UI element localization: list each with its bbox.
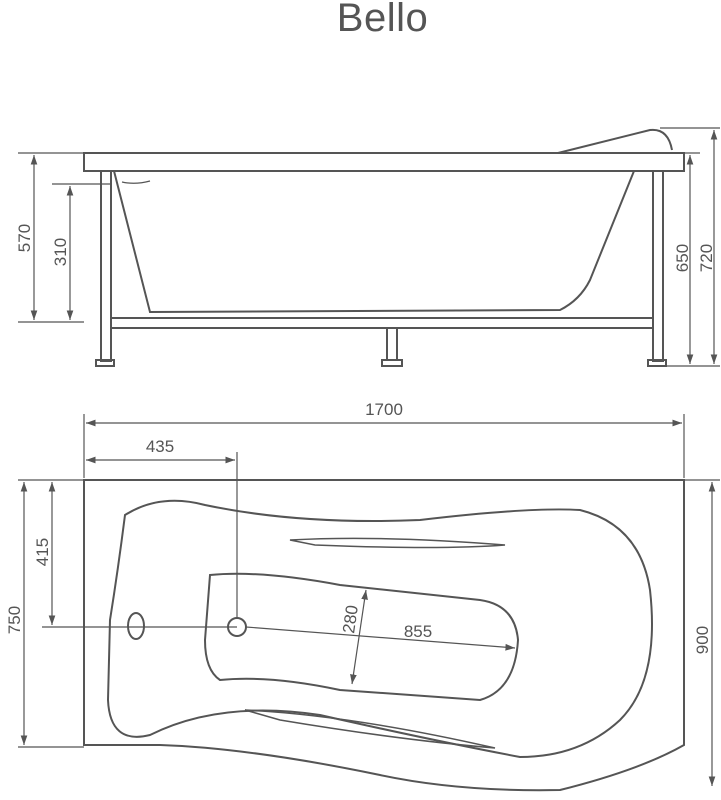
- side-view: [83, 128, 685, 367]
- top-lower-crest: [244, 709, 496, 749]
- product-title: Bello: [336, 0, 429, 40]
- side-foot-right: [647, 359, 667, 367]
- dim-inner-depth: 310: [51, 238, 70, 266]
- side-tub-body: [113, 170, 635, 314]
- side-edge-detail: [121, 180, 151, 184]
- dim-rim-height-min: 650: [673, 244, 692, 272]
- dim-drain-offset-y: 415: [33, 538, 52, 566]
- dim-bowl-width: 280: [339, 604, 362, 635]
- top-inner-contour: [106, 499, 653, 759]
- side-leg-left: [100, 170, 112, 362]
- dim-drain-offset-x: 435: [146, 437, 174, 456]
- dim-total-height: 570: [15, 224, 34, 252]
- dim-rim-height-max: 720: [697, 244, 716, 272]
- side-foot-left: [95, 359, 115, 367]
- dim-width-right: 900: [693, 626, 712, 654]
- dim-width-left: 750: [5, 606, 24, 634]
- side-dimensions: [18, 127, 720, 367]
- top-dimensions: [18, 414, 720, 786]
- side-center-foot: [381, 359, 403, 367]
- side-center-support: [386, 327, 398, 361]
- top-upper-crest: [289, 537, 506, 549]
- dim-bowl-length: 855: [404, 622, 432, 641]
- top-bowl: [203, 572, 520, 702]
- overflow-hole: [127, 612, 145, 640]
- dim-length: 1700: [365, 400, 403, 419]
- side-headrest: [557, 128, 673, 154]
- top-view: [83, 479, 685, 792]
- side-rim: [83, 152, 685, 172]
- side-frame-bar: [110, 317, 654, 329]
- top-outline: [83, 479, 685, 792]
- side-leg-right: [652, 170, 664, 362]
